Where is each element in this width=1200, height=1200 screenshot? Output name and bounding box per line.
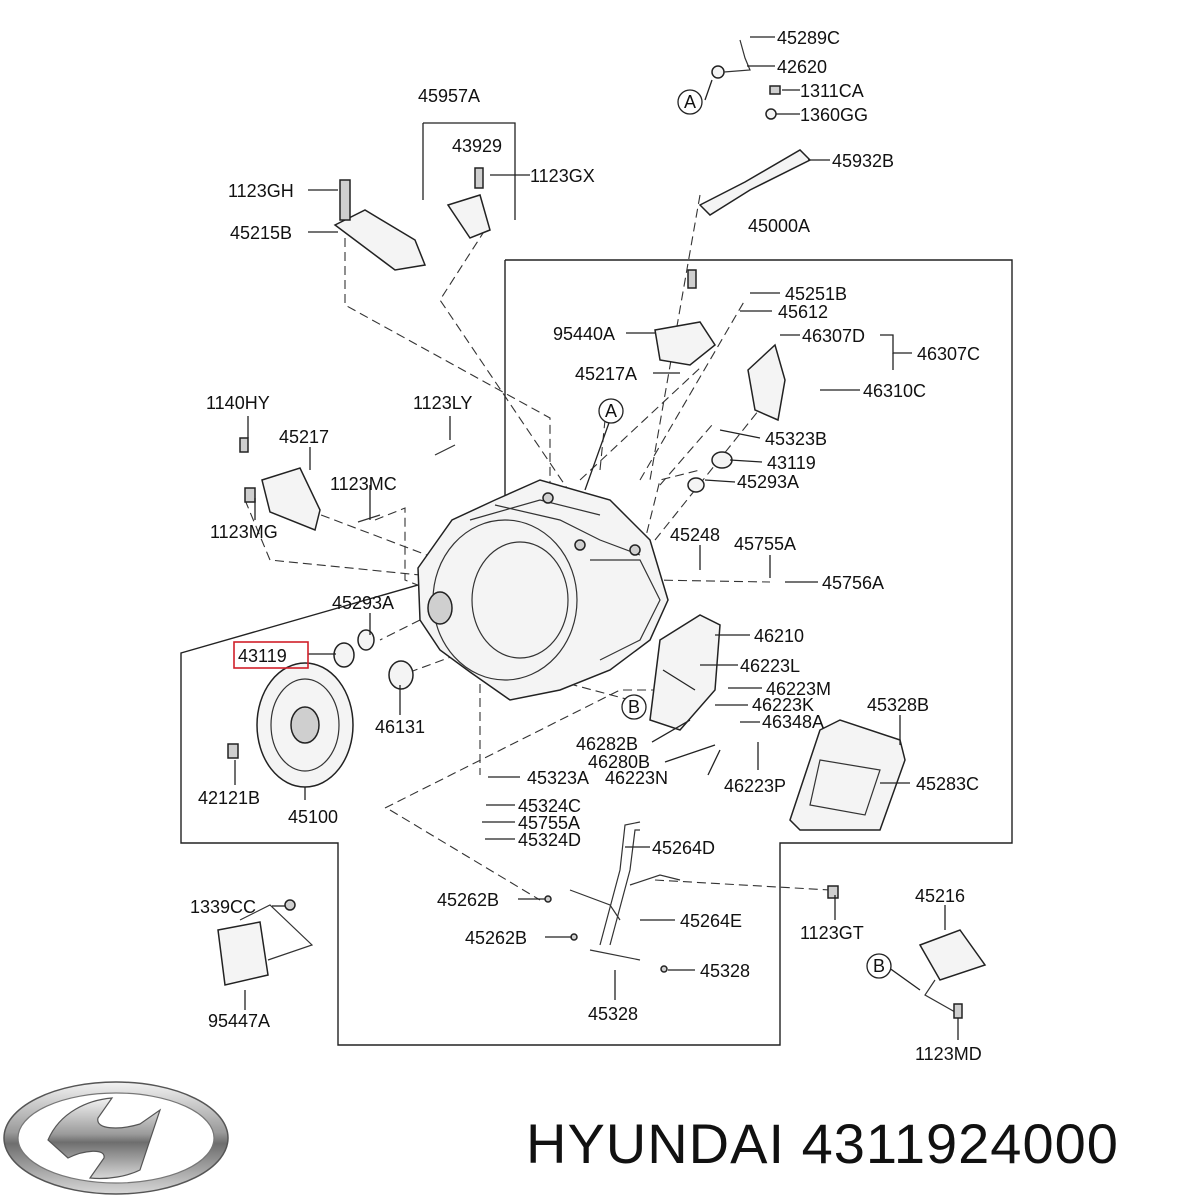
part-label: 1123GX (530, 166, 595, 186)
part-label: 46307C (917, 344, 980, 364)
bottom-bracket-drawings (217, 899, 987, 1019)
torque-converter-drawing (227, 629, 414, 788)
part-label: 1360GG (800, 105, 868, 125)
part-label: 46223P (724, 776, 786, 796)
ref-letter-b-mid: B (628, 697, 640, 717)
part-label: 46282B (576, 734, 638, 754)
assembly-frame (180, 259, 1013, 1046)
part-label: 43119 (767, 453, 816, 473)
part-label: 42121B (198, 788, 260, 808)
part-label: 46223M (766, 679, 831, 699)
part-label: 45328 (700, 961, 750, 981)
brand-caption: HYUNDAI 4311924000 (526, 1104, 1196, 1184)
part-label: 45324C (518, 796, 581, 816)
part-label: 45000A (748, 216, 810, 236)
part-label: 1311CA (800, 81, 864, 101)
part-label: 95440A (553, 324, 615, 344)
part-label: 45957A (418, 86, 480, 106)
leader-lines (234, 36, 959, 1040)
part-label: 1123GT (800, 923, 864, 943)
part-label: 45328 (588, 1004, 638, 1024)
part-label: 46280B (588, 752, 650, 772)
part-number: 4311924000 (801, 1112, 1119, 1175)
part-label: 46223N (605, 768, 668, 788)
part-label: 45612 (778, 302, 828, 322)
part-label-highlighted: 43119 (238, 646, 287, 666)
ref-letter-b-right: B (873, 956, 885, 976)
part-label: 45323B (765, 429, 827, 449)
part-label: 46223K (752, 695, 814, 715)
part-label: 46131 (375, 717, 425, 737)
ref-letter-a-mid: A (605, 401, 617, 421)
part-label: 46310C (863, 381, 926, 401)
part-label: 45262B (437, 890, 499, 910)
part-label: 43929 (452, 136, 502, 156)
part-label: 1123LY (413, 393, 472, 413)
part-label: 45217A (575, 364, 637, 384)
part-label: 45248 (670, 525, 720, 545)
part-label: 45251B (785, 284, 847, 304)
part-label: 45100 (288, 807, 338, 827)
transmission-case-drawing (417, 479, 669, 701)
reference-letters: A A B B (598, 89, 892, 979)
part-label: 45262B (465, 928, 527, 948)
part-label: 1123MG (210, 522, 278, 542)
part-label: 1140HY (206, 393, 270, 413)
part-label: 46307D (802, 326, 865, 346)
part-label: 45932B (832, 151, 894, 171)
part-label: 45289C (777, 28, 840, 48)
part-label: 1123GH (228, 181, 294, 201)
part-label: 45755A (734, 534, 796, 554)
part-label: 1339CC (190, 897, 256, 917)
highlight-box (233, 641, 309, 669)
part-label: 46348A (762, 712, 824, 732)
valve-body-cover-drawing (649, 614, 906, 831)
cooler-pipes-drawing (544, 821, 839, 973)
part-label: 45215B (230, 223, 292, 243)
part-label: 45217 (279, 427, 329, 447)
part-label: 45756A (822, 573, 884, 593)
part-label: 45293A (737, 472, 799, 492)
shift-lever-drawings (654, 39, 812, 493)
part-label: 1123MD (915, 1044, 982, 1064)
part-label: 1123MC (330, 474, 397, 494)
part-labels: 45289C 42620 1311CA 1360GG 45932B 45957A… (190, 28, 982, 1064)
part-label: 45293A (332, 593, 394, 613)
part-label: 45324D (518, 830, 581, 850)
top-bracket-drawings (239, 167, 491, 532)
hyundai-logo-icon (3, 1081, 229, 1195)
part-label: 45323A (527, 768, 589, 788)
ref-letter-a-top: A (684, 92, 696, 112)
part-label: 45328B (867, 695, 929, 715)
part-label: 45264E (680, 911, 742, 931)
part-label: 46223L (740, 656, 800, 676)
part-label: 45283C (916, 774, 979, 794)
part-label: 42620 (777, 57, 827, 77)
part-label: 45755A (518, 813, 580, 833)
part-label: 45216 (915, 886, 965, 906)
part-label: 95447A (208, 1011, 270, 1031)
part-label: 45264D (652, 838, 715, 858)
brand-name: HYUNDAI (526, 1112, 786, 1175)
part-label: 46210 (754, 626, 804, 646)
